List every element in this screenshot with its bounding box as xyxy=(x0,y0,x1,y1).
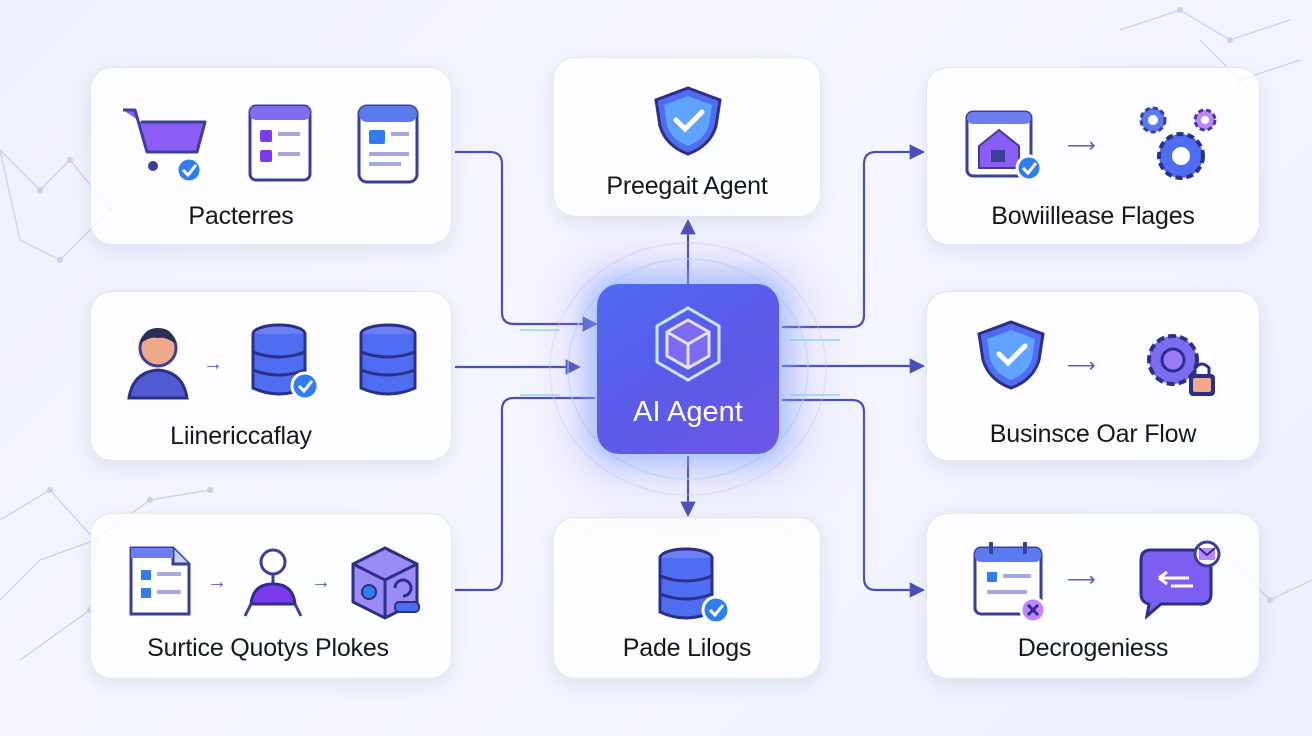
card-top-right[interactable]: ⟶ Bowiillease Flages xyxy=(926,67,1260,245)
card-top-left[interactable]: Pacterres xyxy=(90,67,452,245)
user-node-icon xyxy=(243,548,303,617)
package-icon xyxy=(351,546,420,620)
arrow-right-icon: ⟶ xyxy=(1067,355,1096,377)
arrow-right-icon: → xyxy=(207,571,227,593)
cube-icon xyxy=(655,306,721,382)
card-label: Bowiillease Flages xyxy=(991,202,1195,230)
card-bottom-left[interactable]: → → Surtice Quotys Plokes xyxy=(90,513,452,679)
tablet-icon xyxy=(357,104,419,184)
home-file-icon xyxy=(965,110,1043,182)
user-icon xyxy=(127,328,189,400)
card-mid-left[interactable]: → Liinericcaflay xyxy=(90,291,452,461)
cart-icon xyxy=(123,108,207,184)
card-label: Preegait Agent xyxy=(606,172,768,200)
card-label: Liinericcaflay xyxy=(170,422,312,450)
shield-check-icon xyxy=(654,86,722,156)
calendar-doc-icon xyxy=(973,542,1047,624)
shield-check-icon xyxy=(977,320,1045,390)
card-label: Businsce Oar Flow xyxy=(989,420,1197,448)
ai-agent-core[interactable]: AI Agent xyxy=(597,284,779,454)
database-check-icon xyxy=(251,323,320,401)
card-bottom-right[interactable]: ⟶ Decrogeniess xyxy=(926,513,1260,679)
gear-lock-icon xyxy=(1147,334,1215,396)
card-mid-right[interactable]: ⟶ Businsce Oar Flow xyxy=(926,291,1260,461)
gears-icon xyxy=(1139,106,1217,180)
card-label: Decrogeniess xyxy=(1017,634,1169,662)
card-label: Pacterres xyxy=(188,202,294,230)
card-top-center[interactable]: Preegait Agent xyxy=(553,57,821,217)
core-label: AI Agent xyxy=(633,396,743,428)
arrow-right-icon: ⟶ xyxy=(1067,135,1096,157)
document-icon xyxy=(129,546,191,616)
card-bottom-center[interactable]: Pade Lilogs xyxy=(553,517,821,679)
database-check-icon xyxy=(658,547,731,625)
arrow-right-icon: → xyxy=(311,571,331,593)
database-icon xyxy=(359,323,417,396)
card-label: Pade Lilogs xyxy=(622,634,752,662)
arrow-right-icon: → xyxy=(203,353,223,375)
document-icon xyxy=(248,104,312,182)
chat-mail-icon xyxy=(1139,540,1221,620)
arrow-right-icon: ⟶ xyxy=(1067,569,1096,591)
card-label: Surtice Quotys Plokes xyxy=(147,634,389,662)
